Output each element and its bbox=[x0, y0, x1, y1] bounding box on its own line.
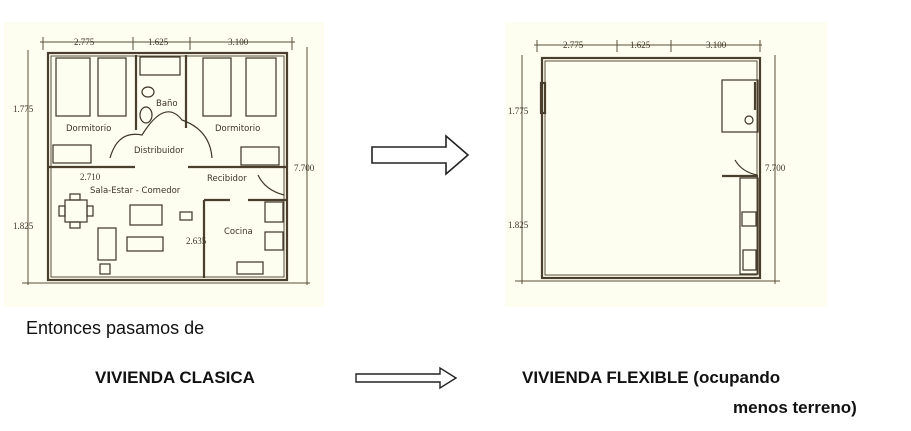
dim-right: 7.700 bbox=[765, 163, 786, 173]
bed-icon bbox=[55, 57, 91, 117]
room-label-distributor: Distribuidor bbox=[134, 146, 184, 156]
inner-wall-line bbox=[544, 60, 758, 276]
room-label-living-dining: Sala-Estar - Comedor bbox=[90, 186, 181, 196]
sofa-icon bbox=[129, 204, 163, 226]
dining-table-icon bbox=[58, 193, 94, 229]
dim-inner-vertical: 2.635 bbox=[186, 236, 207, 246]
room-label-bedroom-1: Dormitorio bbox=[66, 124, 111, 134]
dim-top-1: 2.775 bbox=[74, 37, 95, 47]
dim-top-2: 1.625 bbox=[630, 40, 651, 50]
toilet-icon bbox=[139, 106, 153, 124]
dim-top-3: 3.100 bbox=[228, 37, 249, 47]
bed-icon bbox=[202, 57, 232, 117]
wardrobe-icon bbox=[240, 146, 280, 166]
classic-floor-plan: 2.775 1.625 3.100 1.775 1.825 7.700 2.71… bbox=[4, 22, 324, 307]
flexible-plan-background bbox=[505, 22, 827, 307]
kitchen-counter bbox=[739, 177, 759, 275]
chair-icon bbox=[99, 263, 111, 275]
counter-icon bbox=[264, 201, 284, 223]
distributor-door-swings bbox=[109, 111, 213, 159]
window-icon bbox=[539, 81, 547, 115]
flexible-house-label-continued: menos terreno) bbox=[733, 398, 857, 417]
dim-top-1: 2.775 bbox=[563, 40, 584, 50]
transition-arrow-icon bbox=[371, 134, 470, 176]
entry-door-swing bbox=[257, 174, 285, 196]
bed-icon bbox=[97, 57, 127, 117]
room-label-bedroom-2: Dormitorio bbox=[215, 124, 260, 134]
dim-left-2: 1.825 bbox=[508, 220, 529, 230]
dim-right: 7.700 bbox=[294, 163, 315, 173]
classic-house-label: VIVIENDA CLASICA bbox=[95, 368, 255, 387]
sink-icon bbox=[236, 261, 264, 275]
intro-text: Entonces pasamos de bbox=[26, 318, 205, 338]
armchair-icon bbox=[179, 211, 193, 221]
toilet-icon bbox=[744, 115, 754, 125]
coffee-table-icon bbox=[126, 236, 164, 252]
outer-wall bbox=[540, 56, 762, 280]
sink-icon bbox=[141, 86, 155, 98]
dim-top-2: 1.625 bbox=[148, 37, 169, 47]
door-swing bbox=[734, 159, 758, 176]
wardrobe-icon bbox=[52, 144, 92, 164]
stove-icon bbox=[264, 231, 284, 251]
bathroom-pod bbox=[721, 79, 759, 133]
dim-left-1: 1.775 bbox=[508, 106, 529, 116]
dim-inner-horizontal: 2.710 bbox=[80, 172, 101, 182]
dim-left-2: 1.825 bbox=[13, 221, 34, 231]
room-label-bathroom: Baño bbox=[156, 99, 178, 109]
flexible-house-label: VIVIENDA FLEXIBLE (ocupando bbox=[522, 368, 781, 387]
room-label-kitchen: Cocina bbox=[224, 227, 253, 237]
dim-top-3: 3.100 bbox=[706, 40, 727, 50]
bathtub-icon bbox=[139, 56, 181, 76]
bed-icon bbox=[245, 57, 277, 117]
room-label-entrance: Recibidor bbox=[207, 174, 247, 184]
sink-icon bbox=[742, 249, 757, 271]
sofa-icon bbox=[97, 227, 117, 261]
dim-left-1: 1.775 bbox=[13, 104, 34, 114]
bottom-arrow-icon bbox=[355, 366, 458, 390]
flexible-floor-plan: 2.775 1.625 3.100 1.775 1.825 7.700 bbox=[505, 22, 827, 307]
stove-icon bbox=[741, 211, 757, 227]
